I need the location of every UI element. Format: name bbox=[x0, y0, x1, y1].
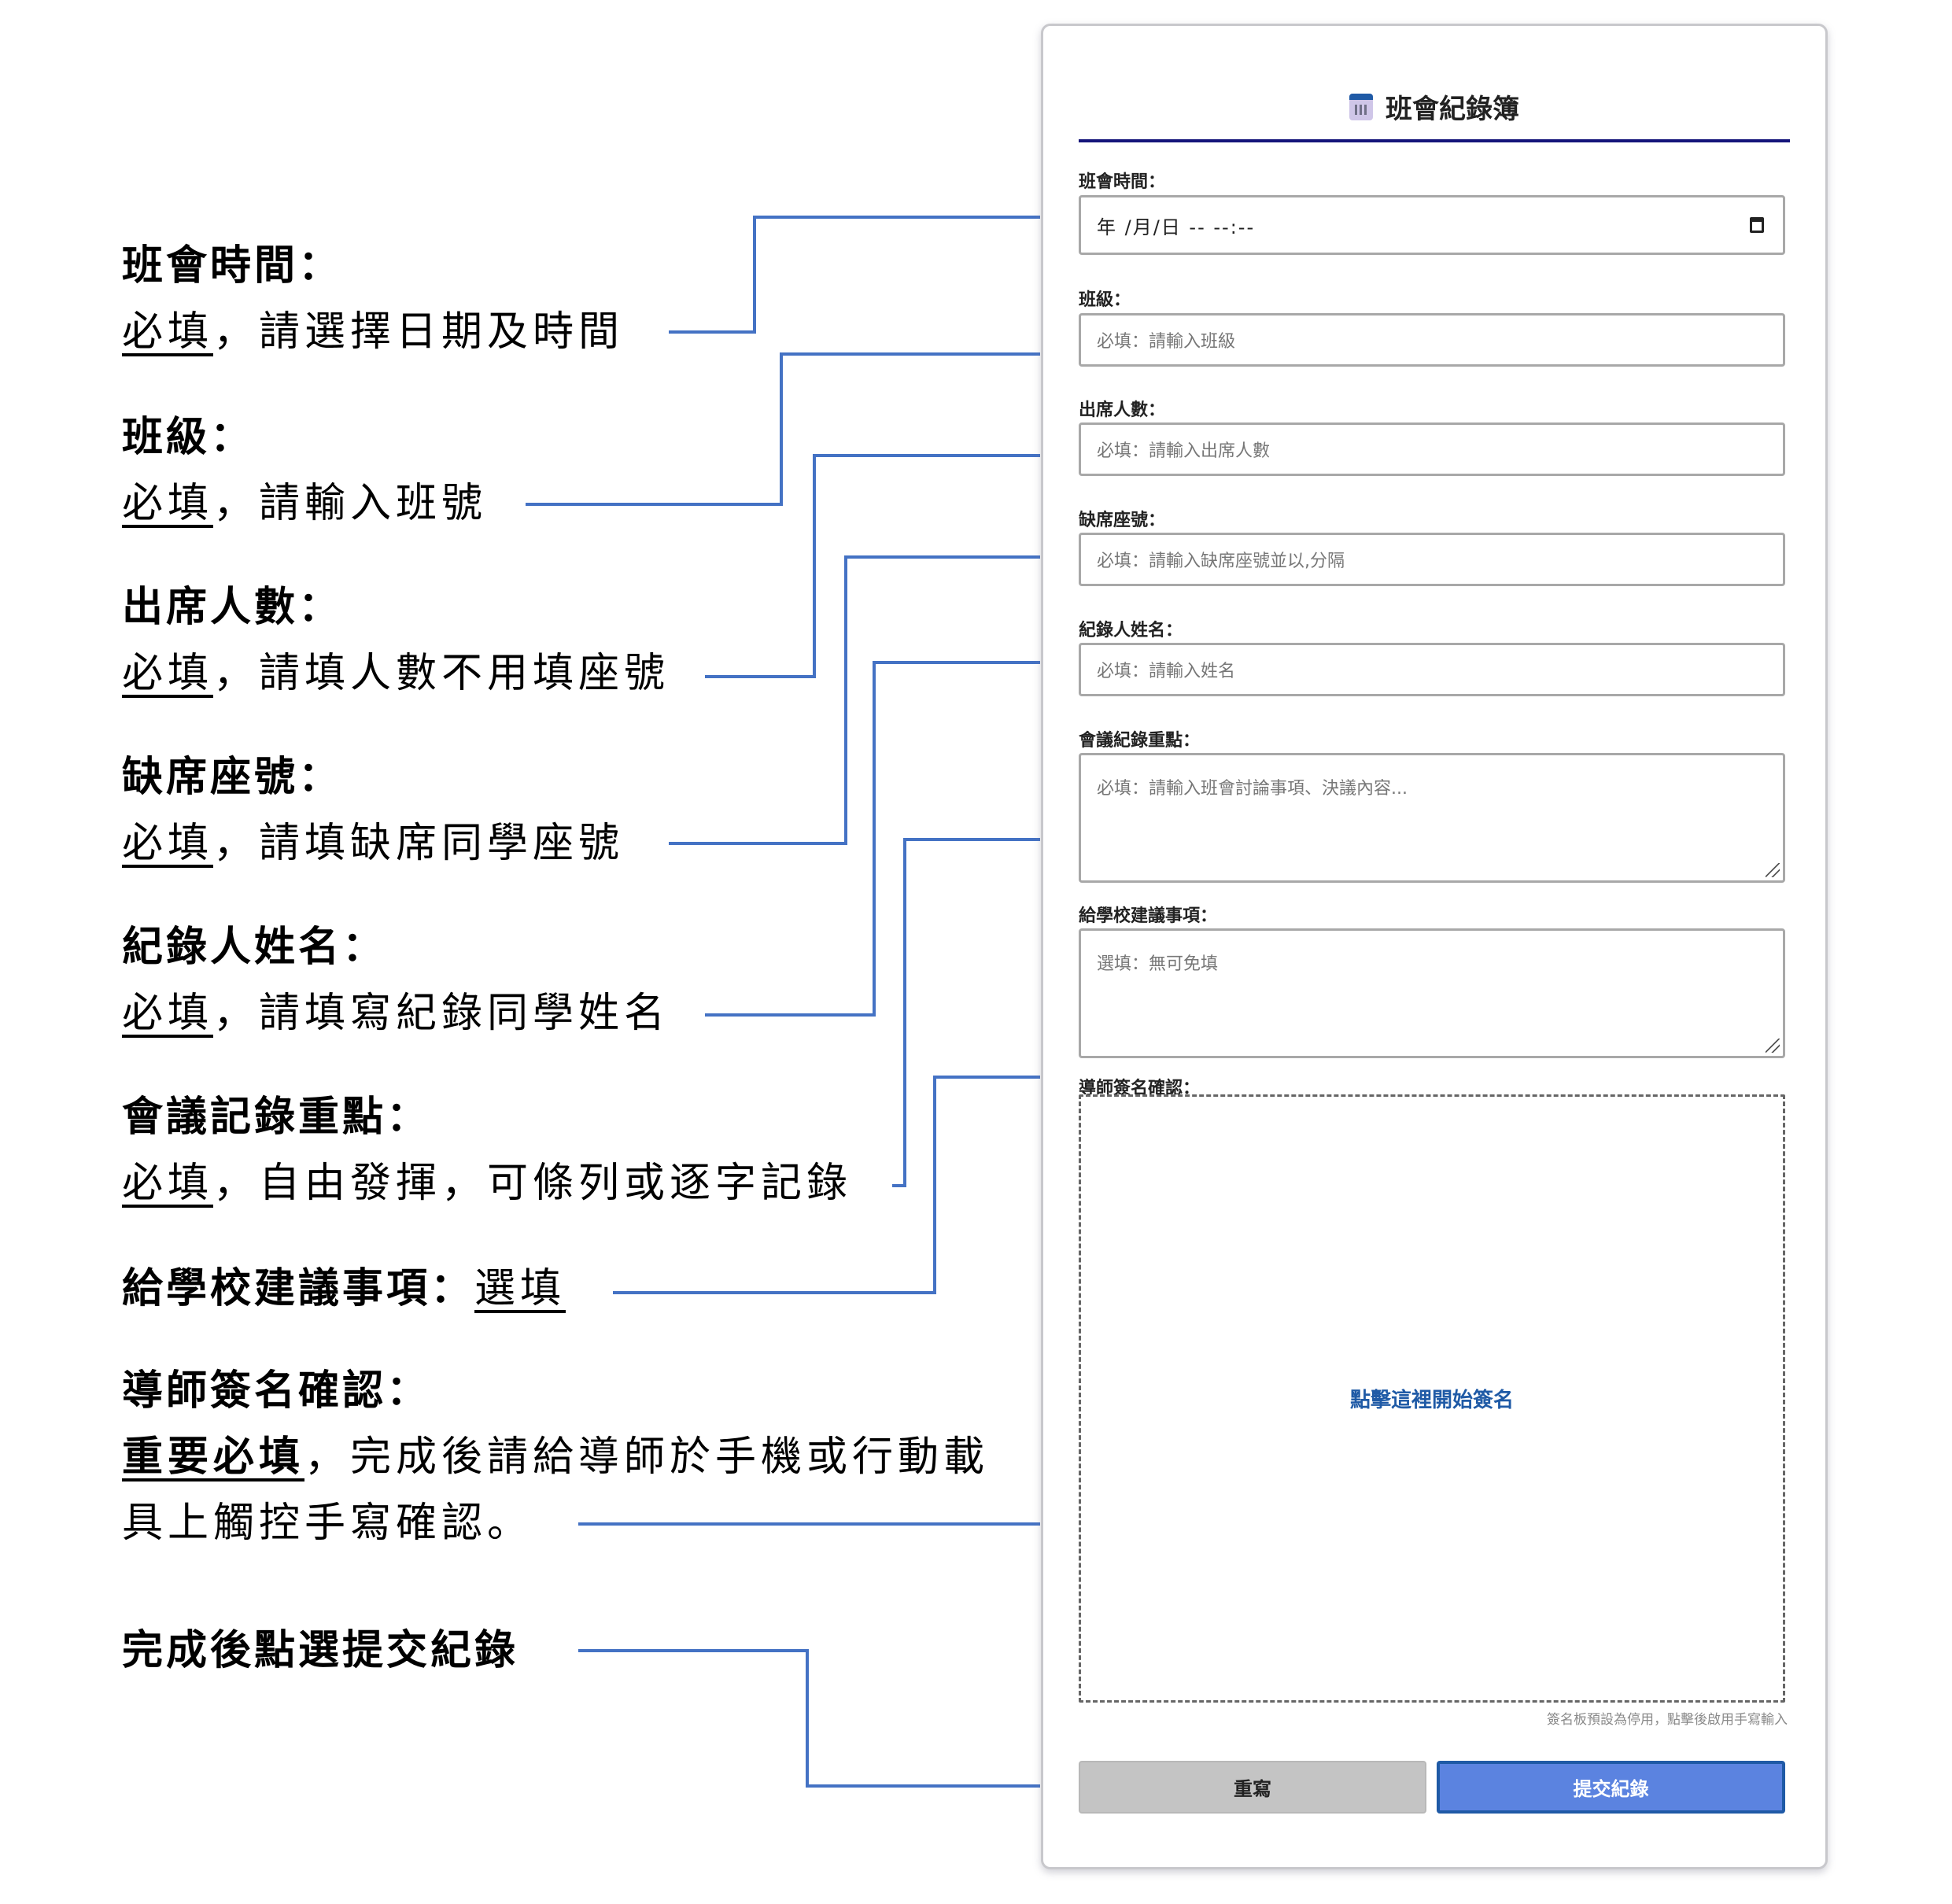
annotation-desc: ，完成後請給導師於手機或行動載 bbox=[304, 1434, 990, 1481]
form-title-text: 班會紀錄簿 bbox=[1386, 94, 1519, 125]
suggestions-placeholder: 選填：無可免填 bbox=[1097, 954, 1219, 974]
class-meeting-form: 班會紀錄簿 班會時間： 年 /月/日 -- --:-- 班級： 必填：請輸入班級… bbox=[1041, 24, 1828, 1869]
required-tag: 必填 bbox=[122, 480, 214, 527]
annotation-desc: ，請填寫紀錄同學姓名 bbox=[213, 990, 670, 1037]
annotation-title: 缺席座號： bbox=[122, 753, 343, 801]
required-tag: 必填 bbox=[122, 820, 214, 867]
optional-tag: 選填 bbox=[474, 1265, 566, 1312]
recorder-label: 紀錄人姓名： bbox=[1079, 621, 1183, 640]
annotation-title: 班級： bbox=[122, 413, 255, 461]
required-tag: 必填 bbox=[122, 1160, 214, 1207]
important-required-tag: 重要必填 bbox=[122, 1433, 305, 1481]
annotation-title: 完成後點選提交紀錄 bbox=[122, 1626, 519, 1674]
suggestions-textarea[interactable]: 選填：無可免填 bbox=[1079, 928, 1785, 1058]
annotation-signature: 導師簽名確認： 重要必填，完成後請給導師於手機或行動載 具上觸控手寫確認。 bbox=[122, 1366, 989, 1548]
suggestions-label: 給學校建議事項： bbox=[1079, 906, 1218, 926]
absent-seats-placeholder: 必填：請輸入缺席座號並以,分隔 bbox=[1097, 552, 1345, 571]
signature-pad[interactable]: 點擊這裡開始簽名 bbox=[1079, 1094, 1785, 1703]
annotation-desc: ，請填缺席同學座號 bbox=[213, 820, 625, 867]
required-tag: 必填 bbox=[122, 990, 214, 1037]
annotation-desc-continued: 具上觸控手寫確認。 bbox=[122, 1500, 533, 1547]
annotation-class: 班級： 必填，請輸入班號 bbox=[122, 412, 487, 529]
absent-seats-label: 缺席座號： bbox=[1079, 511, 1166, 530]
absent-seats-input[interactable]: 必填：請輸入缺席座號並以,分隔 bbox=[1079, 533, 1785, 586]
attendance-label: 出席人數： bbox=[1079, 400, 1166, 420]
annotation-suggestions: 給學校建議事項：選填 bbox=[122, 1264, 566, 1314]
connector-absent-seats bbox=[669, 555, 1040, 845]
annotation-minutes: 會議記錄重點： 必填，自由發揮，可條列或逐字記錄 bbox=[122, 1092, 852, 1208]
form-header: 班會紀錄簿 bbox=[1079, 87, 1790, 142]
annotation-submit: 完成後點選提交紀錄 bbox=[122, 1625, 518, 1676]
minutes-placeholder: 必填：請輸入班會討論事項、決議內容... bbox=[1097, 779, 1408, 799]
minutes-textarea[interactable]: 必填：請輸入班會討論事項、決議內容... bbox=[1079, 753, 1785, 883]
annotation-title: 出席人數： bbox=[122, 583, 343, 631]
annotation-desc: ，請選擇日期及時間 bbox=[213, 308, 625, 356]
annotation-title: 給學校建議事項： bbox=[122, 1264, 475, 1312]
recorder-input[interactable]: 必填：請輸入姓名 bbox=[1079, 643, 1785, 696]
annotation-title: 班會時間： bbox=[122, 242, 343, 290]
annotation-title: 會議記錄重點： bbox=[122, 1093, 431, 1141]
reset-button[interactable]: 重寫 bbox=[1079, 1761, 1426, 1814]
annotation-attendance: 出席人數： 必填，請填人數不用填座號 bbox=[122, 582, 670, 699]
meeting-time-label: 班會時間： bbox=[1079, 172, 1166, 192]
signature-hint: 簽名板預設為停用，點擊後啟用手寫輸入 bbox=[1547, 1712, 1788, 1728]
connector-submit bbox=[578, 1649, 1040, 1788]
connector-meeting-time bbox=[669, 216, 1040, 334]
form-title: 班會紀錄簿 bbox=[1349, 87, 1519, 126]
submit-button[interactable]: 提交紀錄 bbox=[1437, 1761, 1785, 1814]
connector-minutes bbox=[892, 838, 1040, 1187]
class-placeholder: 必填：請輸入班級 bbox=[1097, 332, 1236, 352]
minutes-label: 會議紀錄重點： bbox=[1079, 731, 1201, 751]
annotation-desc: ，請填人數不用填座號 bbox=[213, 650, 670, 697]
signature-prompt[interactable]: 點擊這裡開始簽名 bbox=[1349, 1389, 1514, 1412]
resize-handle-icon[interactable] bbox=[1766, 1039, 1780, 1053]
annotation-title: 導師簽名確認： bbox=[122, 1367, 431, 1415]
calendar-picker-icon[interactable] bbox=[1750, 217, 1764, 233]
meeting-time-input[interactable]: 年 /月/日 -- --:-- bbox=[1079, 195, 1785, 255]
annotation-recorder: 紀錄人姓名： 必填，請填寫紀錄同學姓名 bbox=[122, 922, 670, 1039]
recorder-placeholder: 必填：請輸入姓名 bbox=[1097, 662, 1236, 681]
annotation-desc: ，自由發揮，可條列或逐字記錄 bbox=[213, 1160, 853, 1207]
attendance-input[interactable]: 必填：請輸入出席人數 bbox=[1079, 422, 1785, 476]
required-tag: 必填 bbox=[122, 650, 214, 697]
annotation-desc: ，請輸入班號 bbox=[213, 480, 488, 527]
connector-recorder bbox=[705, 661, 1040, 1017]
calendar-icon bbox=[1349, 93, 1373, 120]
required-tag: 必填 bbox=[122, 308, 214, 356]
connector-attendance bbox=[705, 454, 1040, 678]
resize-handle-icon[interactable] bbox=[1766, 863, 1780, 877]
class-input[interactable]: 必填：請輸入班級 bbox=[1079, 313, 1785, 367]
connector-class bbox=[526, 352, 1040, 506]
datetime-value: 年 /月/日 -- --:-- bbox=[1097, 216, 1256, 238]
annotation-absent-seats: 缺席座號： 必填，請填缺席同學座號 bbox=[122, 752, 624, 869]
class-label: 班級： bbox=[1079, 290, 1131, 310]
attendance-placeholder: 必填：請輸入出席人數 bbox=[1097, 441, 1271, 461]
annotation-title: 紀錄人姓名： bbox=[122, 923, 387, 971]
annotation-meeting-time: 班會時間： 必填，請選擇日期及時間 bbox=[122, 241, 624, 357]
